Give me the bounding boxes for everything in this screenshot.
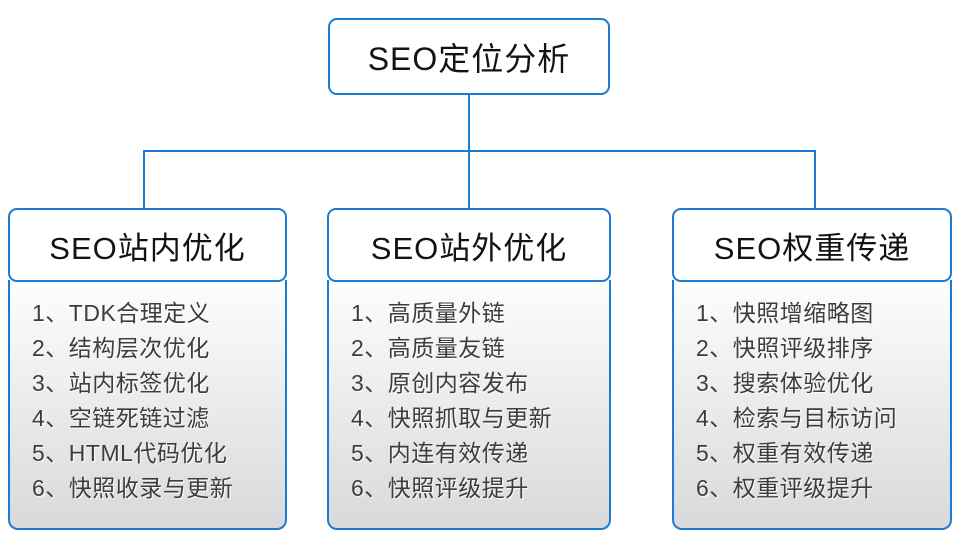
list-item: 3、原创内容发布 [351, 370, 529, 396]
list-item: 4、空链死链过滤 [32, 405, 210, 431]
root-node-title: SEO定位分析 [367, 40, 571, 77]
list-item: 5、内连有效传递 [351, 440, 529, 466]
list-item: 1、快照增缩略图 [696, 300, 874, 326]
connector-drop-left [143, 150, 145, 209]
column-offsite-list: 1、高质量外链 2、高质量友链 3、原创内容发布 4、快照抓取与更新 5、内连有… [327, 280, 611, 530]
list-item: 5、权重有效传递 [696, 440, 874, 466]
list-item: 1、TDK合理定义 [32, 300, 211, 326]
connector-drop-right [814, 150, 816, 209]
connector-root-down [468, 95, 470, 151]
connector-drop-center [468, 150, 470, 209]
column-onsite-header: SEO站内优化 [8, 208, 287, 282]
list-item: 5、HTML代码优化 [32, 440, 228, 466]
column-weight-list: 1、快照增缩略图 2、快照评级排序 3、搜索体验优化 4、检索与目标访问 5、权… [672, 280, 952, 530]
list-item: 3、站内标签优化 [32, 370, 210, 396]
list-item: 3、搜索体验优化 [696, 370, 874, 396]
column-offsite-header: SEO站外优化 [327, 208, 611, 282]
column-offsite-title: SEO站外优化 [370, 230, 568, 266]
list-item: 4、快照抓取与更新 [351, 405, 553, 431]
list-item: 2、高质量友链 [351, 335, 506, 361]
column-onsite: SEO站内优化 1、TDK合理定义 2、结构层次优化 3、站内标签优化 4、空链… [8, 208, 287, 530]
column-onsite-title: SEO站内优化 [49, 230, 246, 266]
list-item: 6、快照收录与更新 [32, 475, 234, 501]
list-item: 2、结构层次优化 [32, 335, 210, 361]
list-item: 2、快照评级排序 [696, 335, 874, 361]
column-weight-header: SEO权重传递 [672, 208, 952, 282]
column-onsite-list: 1、TDK合理定义 2、结构层次优化 3、站内标签优化 4、空链死链过滤 5、H… [8, 280, 287, 530]
column-offsite: SEO站外优化 1、高质量外链 2、高质量友链 3、原创内容发布 4、快照抓取与… [327, 208, 611, 530]
column-weight-title: SEO权重传递 [713, 230, 911, 266]
list-item: 1、高质量外链 [351, 300, 506, 326]
connector-branch-horizontal [143, 150, 816, 152]
column-weight: SEO权重传递 1、快照增缩略图 2、快照评级排序 3、搜索体验优化 4、检索与… [672, 208, 952, 530]
list-item: 6、权重评级提升 [696, 475, 874, 501]
list-item: 4、检索与目标访问 [696, 405, 898, 431]
root-node: SEO定位分析 [328, 18, 610, 95]
list-item: 6、快照评级提升 [351, 475, 529, 501]
